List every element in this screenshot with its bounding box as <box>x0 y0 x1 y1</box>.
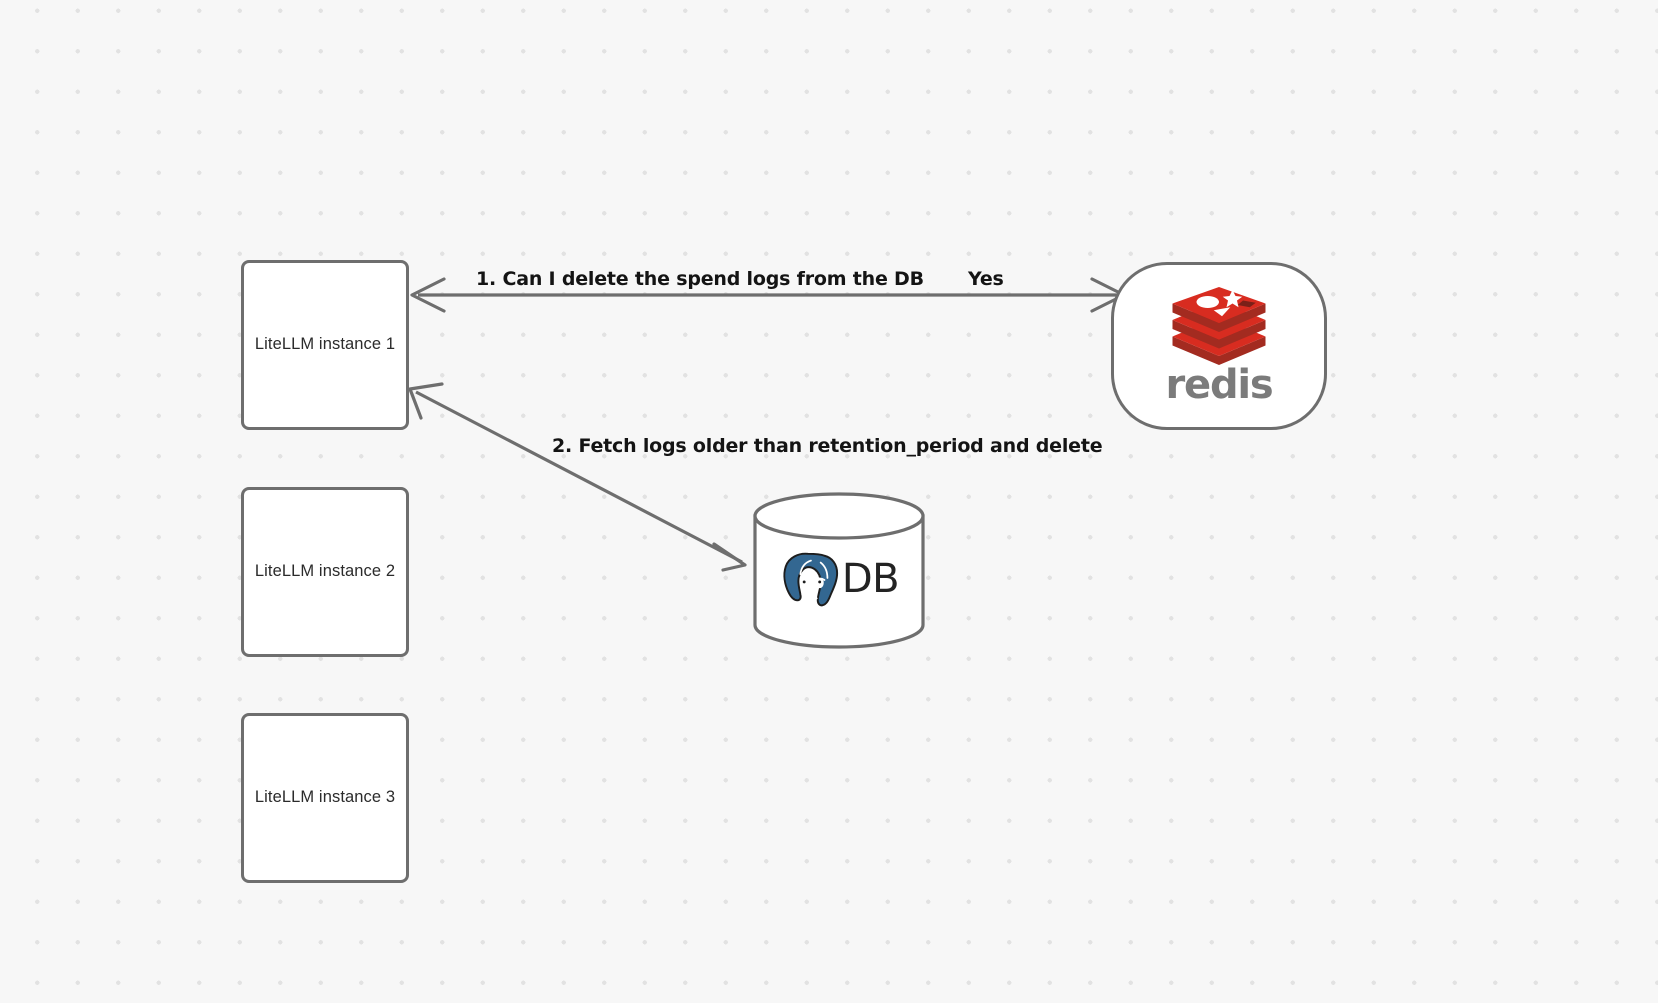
edge-litellm1-to-database <box>408 382 747 572</box>
node-litellm-instance-1-label: LiteLLM instance 1 <box>254 335 396 354</box>
arrowhead-lower-right <box>712 542 747 572</box>
edge-label-step-2: 2. Fetch logs older than retention_perio… <box>552 435 1103 457</box>
node-litellm-instance-1[interactable]: LiteLLM instance 1 <box>241 260 409 430</box>
redis-wordmark: redis <box>1165 362 1273 408</box>
arrowhead-left <box>410 277 446 313</box>
node-redis[interactable]: redis <box>1111 262 1327 430</box>
node-litellm-instance-2-label: LiteLLM instance 2 <box>254 562 396 581</box>
node-litellm-instance-3[interactable]: LiteLLM instance 3 <box>241 713 409 883</box>
arrowhead-upper-left <box>408 382 444 420</box>
redis-logo-icon <box>1172 287 1266 365</box>
postgresql-elephant-icon <box>781 551 840 609</box>
edge-label-step-1-reply: Yes <box>968 268 1004 290</box>
database-cylinder-icon <box>753 492 925 649</box>
database-logo-group: DB <box>753 534 925 624</box>
database-label: DB <box>841 556 900 602</box>
node-litellm-instance-3-label: LiteLLM instance 3 <box>254 788 396 807</box>
node-litellm-instance-2[interactable]: LiteLLM instance 2 <box>241 487 409 657</box>
node-database[interactable]: DB <box>753 492 925 649</box>
edge-label-step-1: 1. Can I delete the spend logs from the … <box>476 268 924 290</box>
